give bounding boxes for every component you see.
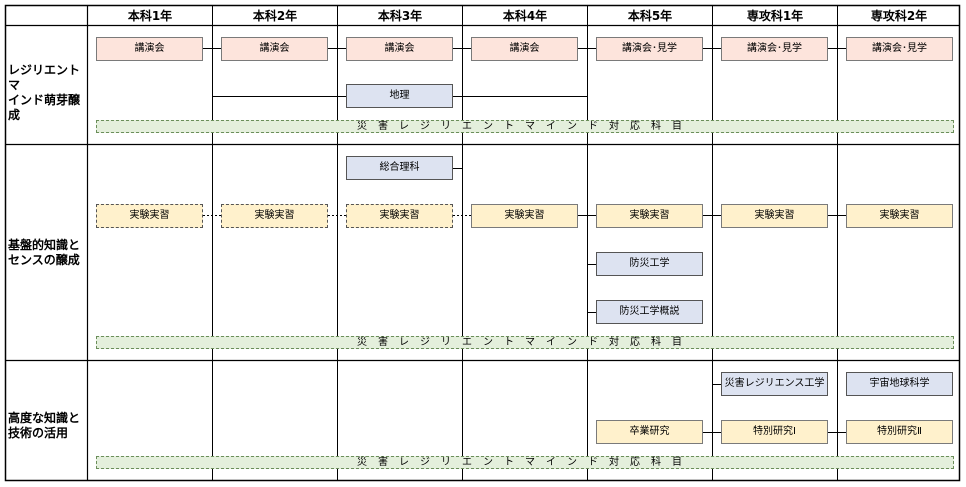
disaster-engineering-intro-box: 防災工学概説 xyxy=(596,300,703,324)
row-label-1-line3: 成 xyxy=(8,108,21,122)
special-research-1-box: 特別研究Ⅰ xyxy=(721,420,828,444)
special-research-2-box: 特別研究Ⅱ xyxy=(846,420,953,444)
header-advanced-1: 専攻科1年 xyxy=(746,9,804,23)
graduation-research-box: 卒業研究 xyxy=(596,420,703,444)
lecture-box-year5: 講演会･見学 xyxy=(596,37,703,61)
lab-box-adv1: 実験実習 xyxy=(721,204,828,228)
space-earth-science-box: 宇宙地球科学 xyxy=(846,372,953,396)
lab-box-adv2: 実験実習 xyxy=(846,204,953,228)
lecture-box-year2: 講演会 xyxy=(221,37,328,61)
row-label-2-line1: 基盤的知識と xyxy=(8,238,81,252)
header-advanced-2: 専攻科2年 xyxy=(870,9,928,23)
resilient-subject-band-3: 災害レジリエントマインド対応科目 xyxy=(96,456,954,469)
resilient-subject-band-2: 災害レジリエントマインド対応科目 xyxy=(96,336,954,349)
row-label-3: 高度な知識と 技術の活用 xyxy=(8,411,88,441)
row-label-3-line1: 高度な知識と xyxy=(8,411,81,425)
row-label-2: 基盤的知識と センスの醸成 xyxy=(8,238,88,268)
row-label-1-line1: レジリエントマ xyxy=(8,63,81,92)
general-science-box: 総合理科 xyxy=(346,156,453,180)
row-label-3-line2: 技術の活用 xyxy=(8,426,69,440)
header-year-1: 本科1年 xyxy=(127,9,173,23)
lecture-box-adv2: 講演会･見学 xyxy=(846,37,953,61)
lab-box-year3: 実験実習 xyxy=(346,204,453,228)
row-label-2-line2: センスの醸成 xyxy=(8,253,80,267)
row-label-1-line2: インド萌芽醸 xyxy=(8,93,81,107)
lecture-box-year1: 講演会 xyxy=(96,37,203,61)
disaster-engineering-box: 防災工学 xyxy=(596,252,703,276)
lab-box-year1: 実験実習 xyxy=(96,204,203,228)
lecture-box-year3: 講演会 xyxy=(346,37,453,61)
row-label-1: レジリエントマ インド萌芽醸 成 xyxy=(8,63,88,123)
header-year-3: 本科3年 xyxy=(377,9,423,23)
lab-box-year2: 実験実習 xyxy=(221,204,328,228)
lab-box-year5: 実験実習 xyxy=(596,204,703,228)
header-year-4: 本科4年 xyxy=(502,9,548,23)
header-year-2: 本科2年 xyxy=(252,9,298,23)
disaster-resilience-box: 災害レジリエンス工学 xyxy=(721,372,828,396)
lecture-box-year4: 講演会 xyxy=(471,37,578,61)
lab-box-year4: 実験実習 xyxy=(471,204,578,228)
resilient-subject-band-1: 災害レジリエントマインド対応科目 xyxy=(96,120,954,133)
lecture-box-adv1: 講演会･見学 xyxy=(721,37,828,61)
geography-box: 地理 xyxy=(346,84,453,108)
header-year-5: 本科5年 xyxy=(627,9,673,23)
